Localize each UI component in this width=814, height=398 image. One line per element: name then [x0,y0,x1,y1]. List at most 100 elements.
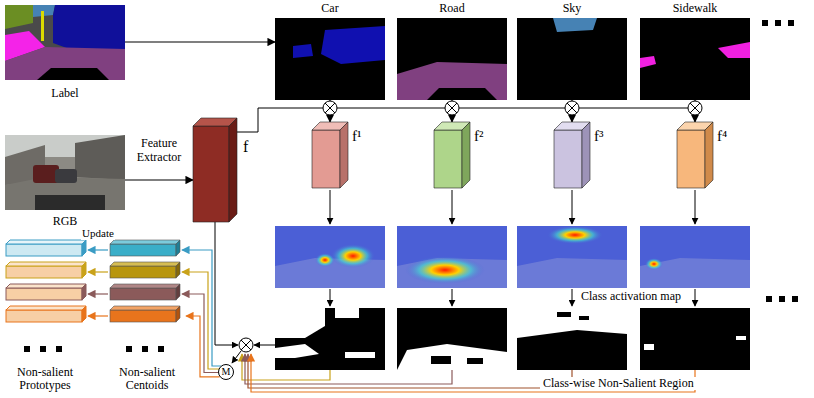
connector-arrow [125,179,193,180]
bar-side [176,284,180,300]
bar-face [110,244,176,256]
edge-label: Update [81,227,115,240]
class-mask [640,18,750,100]
mask-region [293,44,313,58]
mask-ground [275,18,385,100]
mask-region [736,336,746,340]
multiply-cross [690,103,700,113]
heat-spot [405,256,485,284]
photo-part [35,195,105,210]
prototype-bar [6,306,86,322]
ellipsis-dot [142,346,148,352]
segment [41,11,44,41]
mask-region [553,18,597,32]
region-wire [248,354,572,388]
label-image [5,5,125,80]
mask-region [517,308,627,338]
mean-circle: M [218,364,234,380]
multiply-symbol [323,101,337,115]
feature-wire [215,222,238,345]
bar-side [82,306,86,322]
mask-ground [397,308,507,370]
photo-part [55,169,77,183]
cube-side [582,122,590,188]
photo-part [5,135,125,210]
label-image-node: Label [5,5,125,100]
segment [5,5,33,29]
mask-region [397,62,507,100]
mask-region [718,42,750,58]
update-wire [88,315,108,316]
ellipsis-dot [56,346,62,352]
class-feature-cube: f³ [554,122,590,188]
bar-face [6,310,82,322]
cube-shape [434,122,470,188]
mask-region [467,358,483,364]
prototype-stack: Non-salient Prototypes [2,238,88,392]
map-scene [517,258,627,288]
multiply-circle [323,101,337,115]
bar-face [6,288,82,300]
flow-arrow [232,351,241,363]
cube-shape [677,122,713,188]
feature-label: f³ [594,128,618,145]
centroid-wire [182,272,219,369]
feature-wire [237,108,688,132]
multiply-symbol [565,101,579,115]
node-label: Road [397,2,507,15]
activation-map [640,226,750,288]
class-feature-cube: f⁴ [677,122,713,188]
multiply-cross [241,340,251,350]
mask-region [345,352,375,358]
multiply-circle [445,101,459,115]
cube-shape [312,122,348,188]
class-mask-node: Sidewalk [640,2,750,100]
region-mask [397,308,507,370]
node-label: Label [5,87,125,100]
flow-arrow [330,190,331,224]
caption-label: Class activation map [578,290,684,303]
multiply-cross [447,103,457,113]
ellipsis-dot [792,296,798,302]
bar-top [6,284,86,288]
cube-front [554,130,582,188]
mask-ground [517,18,627,100]
flow-arrow [695,289,696,306]
mask-region [275,308,325,338]
heat-spot [645,258,663,270]
ellipsis-dot [126,346,132,352]
cube-side [340,122,348,188]
feature-label: f¹ [352,128,376,145]
mask-region [579,316,589,320]
ellipsis-dot [40,346,46,352]
activation-map [397,226,507,288]
region-mask [640,308,750,370]
mask-ground [640,308,750,370]
mask-ground [517,308,627,370]
multiply-symbol [688,101,702,115]
bar-top [110,262,180,266]
centroid-stack: Non-salient Centoids [108,238,186,392]
region-wire [254,345,275,346]
map-ground [640,226,750,288]
bar-top [110,306,180,310]
multiply-circle [688,101,702,115]
mask-region [427,88,497,100]
node-label: Non-salient Prototypes [2,366,88,392]
flow-arrow [572,289,573,306]
node-label: Car [275,2,385,15]
cube-shape [554,122,590,188]
ellipsis-dot [775,20,781,26]
prototype-bar [6,240,86,256]
cube-side [462,122,470,188]
cube-front [677,130,705,188]
centroid-bar [110,262,180,278]
multiply-circle [565,101,579,115]
centroid-wire [182,294,218,373]
mask-region [275,344,319,358]
rgb-image [5,135,125,210]
heat-spot [547,226,603,244]
mask-region [644,344,654,350]
